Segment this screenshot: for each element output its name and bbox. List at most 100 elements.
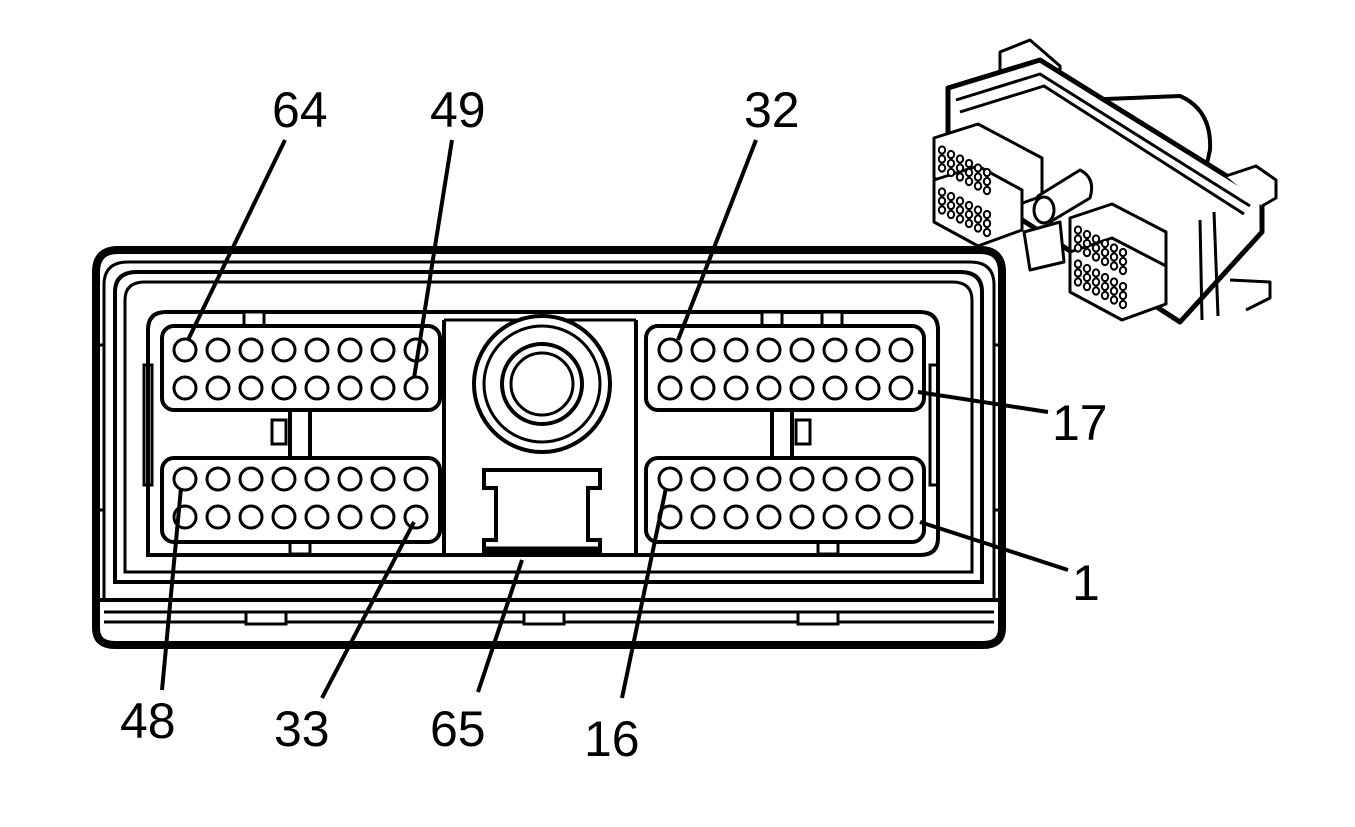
iso-pin-hole xyxy=(973,163,983,173)
pin-cavity xyxy=(888,466,914,492)
iso-pin-hole xyxy=(1109,261,1119,271)
iso-pin-hole xyxy=(1118,256,1128,267)
iso-pin-hole xyxy=(1082,238,1092,249)
pin-cavity xyxy=(888,337,914,363)
iso-pin-hole xyxy=(1100,272,1110,283)
pin-cavity xyxy=(304,466,330,492)
pin-cavity xyxy=(238,375,264,401)
pin-cavity xyxy=(690,466,716,492)
pin-cavity xyxy=(723,466,749,492)
pin-cavity xyxy=(172,337,198,363)
iso-pin-hole xyxy=(1091,243,1101,253)
pin-cavity xyxy=(690,375,716,401)
leader-lines xyxy=(160,139,1069,699)
iso-pin-hole xyxy=(973,214,983,224)
iso-pin-hole xyxy=(946,191,956,202)
iso-pin-hole xyxy=(973,181,983,191)
terminal-65-socket xyxy=(482,468,602,554)
iso-pin-hole xyxy=(955,214,965,224)
iso-pin-hole xyxy=(973,223,983,233)
iso-pin-hole xyxy=(937,196,947,206)
iso-pin-hole xyxy=(1091,268,1101,278)
iso-pin-hole xyxy=(964,158,974,169)
iso-pin-hole xyxy=(1073,243,1083,253)
iso-pin-hole xyxy=(955,172,965,182)
iso-pin-hole xyxy=(937,163,947,173)
iso-pin-hole xyxy=(946,200,956,211)
pin-label-17: 17 xyxy=(1052,395,1108,451)
pin-cavity xyxy=(205,466,231,492)
iso-pin-hole xyxy=(1082,281,1092,292)
pin-cavity xyxy=(822,466,848,492)
iso-pin-hole xyxy=(937,154,947,164)
pin-cavity xyxy=(205,504,231,530)
iso-pin-hole xyxy=(1109,286,1119,296)
pin-cavity xyxy=(205,375,231,401)
pin-cavity xyxy=(238,504,264,530)
pin-cavity xyxy=(855,337,881,363)
pin-cavity xyxy=(888,375,914,401)
pin-cavity xyxy=(756,466,782,492)
pin-cavity xyxy=(888,504,914,530)
pin-cavity xyxy=(337,375,363,401)
iso-pin-hole xyxy=(1073,225,1083,235)
iso-pin-hole xyxy=(1082,229,1092,240)
iso-pin-hole xyxy=(1100,247,1110,258)
pin-cavities xyxy=(657,466,914,530)
iso-pin-hole xyxy=(964,200,974,211)
pin-cavity xyxy=(822,504,848,530)
iso-pin-hole xyxy=(964,176,974,187)
iso-pin-hole xyxy=(1118,265,1128,276)
pin-cavity xyxy=(855,504,881,530)
pin-cavity xyxy=(238,337,264,363)
iso-pin-hole xyxy=(982,176,992,187)
iso-pin-hole xyxy=(946,149,956,160)
pin-cavity xyxy=(822,375,848,401)
iso-pin-hole xyxy=(964,218,974,229)
pin-cavity xyxy=(337,337,363,363)
pin-label-48: 48 xyxy=(120,693,176,749)
pin-cavity xyxy=(304,337,330,363)
pin-cavity xyxy=(657,375,683,401)
iso-pin-hole xyxy=(1091,234,1101,244)
iso-pin-hole xyxy=(1118,281,1128,292)
pin-label-65: 65 xyxy=(430,701,486,757)
pin-cavity xyxy=(789,466,815,492)
pin-cavities xyxy=(172,466,429,530)
iso-pin-hole xyxy=(964,167,974,178)
pin-cavity xyxy=(690,337,716,363)
pin-cavity xyxy=(370,375,396,401)
iso-pin-hole xyxy=(1109,277,1119,287)
pin-cavity xyxy=(789,504,815,530)
iso-pin-hole xyxy=(1109,252,1119,262)
pin-labels: 64 49 32 17 1 48 33 65 16 xyxy=(120,82,1108,767)
pin-cavity xyxy=(789,337,815,363)
pin-cavity xyxy=(690,504,716,530)
iso-pin-hole xyxy=(937,205,947,215)
connector-housing xyxy=(92,246,1006,649)
pin-cavity xyxy=(756,504,782,530)
pin-cavity xyxy=(657,466,683,492)
pin-cavity xyxy=(205,337,231,363)
pin-cavity xyxy=(304,504,330,530)
iso-pin-hole xyxy=(1082,272,1092,283)
iso-pin-hole xyxy=(1082,263,1092,274)
connector-isometric-view xyxy=(932,38,1278,325)
iso-pin-hole xyxy=(946,158,956,169)
pin-label-1: 1 xyxy=(1072,555,1100,611)
iso-pin-hole xyxy=(1073,259,1083,269)
iso-pin-hole xyxy=(1109,295,1119,305)
pin-label-32: 32 xyxy=(744,82,800,138)
iso-pin-hole xyxy=(1100,256,1110,267)
pin-block-bottom-left xyxy=(160,456,442,544)
pin-cavity xyxy=(822,337,848,363)
iso-pin-hole xyxy=(1118,299,1128,310)
iso-pin-hole xyxy=(1091,286,1101,296)
iso-pin-hole xyxy=(955,154,965,164)
iso-pin-hole xyxy=(973,172,983,182)
pin-cavity xyxy=(238,466,264,492)
pin-cavities xyxy=(657,337,914,401)
iso-pin-hole xyxy=(1100,238,1110,249)
